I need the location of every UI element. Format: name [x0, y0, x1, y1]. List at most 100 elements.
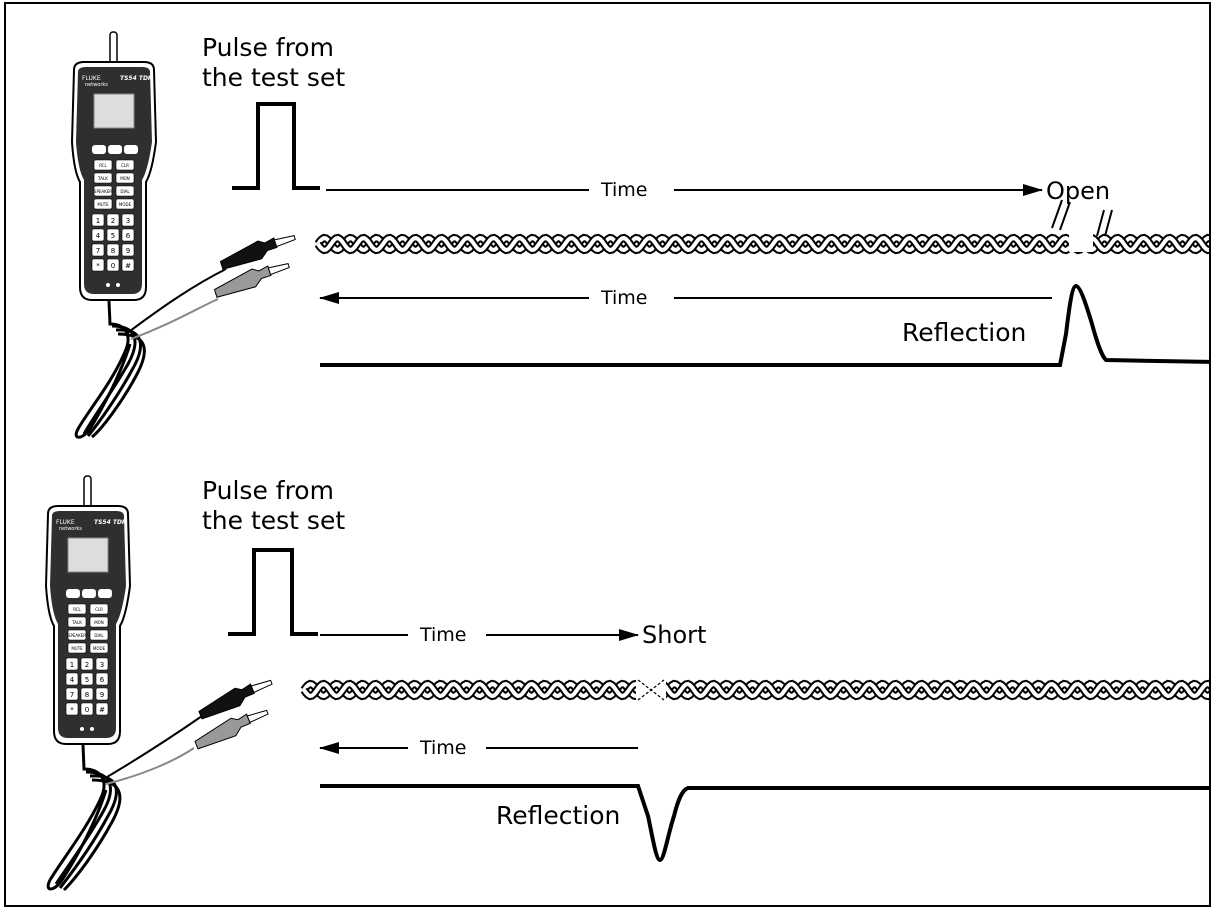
svg-text:4: 4 [96, 232, 101, 240]
svg-text:SPEAKER: SPEAKER [68, 633, 86, 638]
pulse-label-line1: Pulse from [202, 476, 334, 505]
keypad-key[interactable]: SPEAKER [67, 629, 87, 641]
svg-text:5: 5 [111, 232, 115, 240]
keypad-key[interactable]: TALK [93, 172, 113, 184]
alligator-clip-black [219, 235, 296, 270]
reflection-waveform [320, 283, 1209, 367]
keypad-key[interactable]: 6 [95, 672, 109, 686]
keypad-key[interactable]: 8 [106, 243, 120, 257]
svg-text:*: * [96, 262, 100, 270]
svg-text:8: 8 [85, 691, 89, 699]
keypad-key[interactable]: 1 [91, 213, 105, 227]
svg-text:9: 9 [126, 247, 130, 255]
keypad-key[interactable]: 2 [106, 213, 120, 227]
keypad-key[interactable]: TALK [67, 616, 87, 628]
keypad-key[interactable]: 0 [80, 702, 94, 716]
svg-text:4: 4 [70, 676, 75, 684]
reflection-waveform [320, 784, 1209, 863]
keypad-key[interactable]: 6 [121, 228, 135, 242]
keypad-key[interactable]: DIAL [89, 629, 109, 641]
device-brand-sub: networks [85, 82, 108, 88]
keypad-key[interactable]: CLR [115, 159, 135, 171]
reflection-label: Reflection [902, 318, 1026, 347]
time-forward-label: Time [600, 179, 648, 201]
keypad-key[interactable]: MODE [115, 198, 135, 210]
keypad-key[interactable]: 4 [65, 672, 79, 686]
keypad-key[interactable]: RCL [67, 603, 87, 615]
svg-text:MUTE: MUTE [71, 646, 83, 651]
keypad-key[interactable]: CLR [89, 603, 109, 615]
svg-text:0: 0 [111, 262, 115, 270]
time-forward-label: Time [419, 624, 467, 646]
svg-text:6: 6 [100, 676, 105, 684]
keypad-key[interactable]: 2 [80, 657, 94, 671]
keypad-key[interactable]: 9 [121, 243, 135, 257]
keypad-key[interactable]: # [95, 702, 109, 716]
keypad-key[interactable]: 5 [106, 228, 120, 242]
keypad-key[interactable]: 0 [106, 258, 120, 272]
keypad-key[interactable]: 4 [91, 228, 105, 242]
keypad-key[interactable]: MUTE [67, 642, 87, 654]
lead-black-wire [101, 715, 203, 781]
keypad-key[interactable]: * [65, 702, 79, 716]
fault-label-open: Open [1046, 177, 1110, 205]
keypad-key[interactable]: MODE [89, 642, 109, 654]
svg-text:RCL: RCL [73, 607, 81, 612]
time-back-label: Time [419, 737, 467, 759]
open-break [1051, 199, 1113, 252]
keypad-key[interactable]: 1 [65, 657, 79, 671]
svg-text:MON: MON [120, 176, 130, 181]
keypad-key[interactable]: MON [115, 172, 135, 184]
pulse-waveform [228, 548, 318, 636]
keypad-key[interactable]: SPEAKER [93, 185, 113, 197]
svg-text:2: 2 [85, 661, 89, 669]
keypad-key[interactable]: 9 [95, 687, 109, 701]
device-brand: FLUKE [56, 519, 75, 526]
keypad-key[interactable]: DIAL [115, 185, 135, 197]
keypad-key[interactable]: 3 [121, 213, 135, 227]
alligator-clip-grey [194, 709, 269, 750]
svg-text:7: 7 [70, 691, 74, 699]
svg-text:1: 1 [96, 217, 100, 225]
antenna [83, 475, 92, 509]
device-nav-buttons[interactable] [92, 145, 138, 154]
device-brand: FLUKE [82, 75, 101, 82]
device-screen [67, 537, 109, 573]
keypad-key[interactable]: 7 [65, 687, 79, 701]
pulse-label-line2: the test set [202, 506, 345, 535]
keypad-key[interactable]: 7 [91, 243, 105, 257]
keypad-key[interactable]: * [91, 258, 105, 272]
lead-grey-wire [130, 298, 219, 340]
svg-text:SPEAKER: SPEAKER [94, 189, 112, 194]
keypad-key[interactable]: RCL [93, 159, 113, 171]
pulse-waveform [232, 102, 320, 190]
keypad-key[interactable]: # [121, 258, 135, 272]
keypad-key[interactable]: MUTE [93, 198, 113, 210]
svg-text:6: 6 [126, 232, 131, 240]
short-mark [636, 676, 666, 702]
keypad-key[interactable]: 3 [95, 657, 109, 671]
svg-text:2: 2 [111, 217, 115, 225]
svg-text:DIAL: DIAL [120, 189, 130, 194]
svg-text:TALK: TALK [71, 620, 82, 625]
svg-text:RCL: RCL [99, 163, 107, 168]
time-back-label: Time [600, 287, 648, 309]
svg-text:0: 0 [85, 706, 89, 714]
alligator-clip-black [198, 679, 273, 720]
twisted-pair-cable [300, 679, 1209, 701]
alligator-clip-grey [213, 263, 290, 298]
keypad-key[interactable]: 8 [80, 687, 94, 701]
device-nav-buttons[interactable] [66, 589, 112, 598]
svg-text:#: # [99, 706, 105, 714]
fault-label-short: Short [642, 621, 706, 649]
svg-text:1: 1 [70, 661, 74, 669]
keypad-key[interactable]: MON [89, 616, 109, 628]
keypad-key[interactable]: 5 [80, 672, 94, 686]
svg-text:5: 5 [85, 676, 89, 684]
